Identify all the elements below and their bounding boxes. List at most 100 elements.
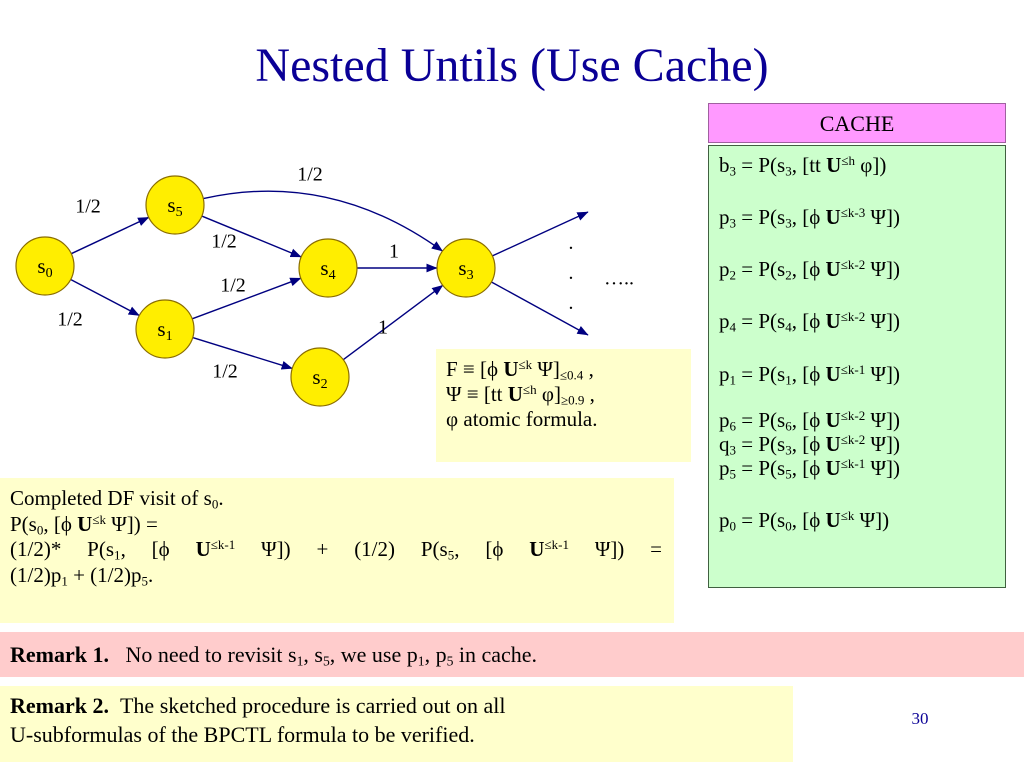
subscript: 1 xyxy=(296,653,304,669)
edge-label-s2-s3: 1 xyxy=(378,317,388,339)
subscript: 3 xyxy=(729,215,737,231)
subscript: 1 xyxy=(61,573,68,589)
superscript: ≤k-3 xyxy=(840,204,866,220)
definition-phi: φ atomic formula. xyxy=(446,407,598,432)
subscript: 5 xyxy=(322,653,330,669)
until-operator: U xyxy=(529,537,545,562)
state-node-s2: s2 xyxy=(290,347,350,407)
subscript: 2 xyxy=(785,267,792,283)
state-label: s0 xyxy=(37,254,52,281)
remark-2-line-2: U-subformulas of the BPCTL formula to be… xyxy=(10,721,475,747)
until-operator: U xyxy=(825,508,841,533)
superscript: ≤k xyxy=(840,507,855,523)
edge-s0-s1 xyxy=(70,278,140,317)
subscript: 0 xyxy=(785,518,792,534)
state-label: s4 xyxy=(320,256,335,283)
until-operator: U xyxy=(825,455,841,480)
subscript: 1 xyxy=(785,371,792,387)
state-node-s4: s4 xyxy=(298,238,358,298)
subscript: 5 xyxy=(446,653,454,669)
edge-s1-s2 xyxy=(192,336,293,370)
subscript: 5 xyxy=(447,547,455,563)
edge-label-s0-s5: 1/2 xyxy=(75,196,101,218)
subscript: 6 xyxy=(785,417,792,433)
edge-label-s5-s4: 1/2 xyxy=(211,231,237,253)
subscript: 3 xyxy=(785,442,792,458)
definition-F: F ≡ [ϕ U≤k Ψ]≤0.4 , xyxy=(446,356,594,383)
visit-line-1: Completed DF visit of s0. xyxy=(10,486,224,512)
edge-label-s5-s3: 1/2 xyxy=(297,164,323,186)
until-operator: U xyxy=(503,357,519,381)
slide-title: Nested Untils (Use Cache) xyxy=(255,39,769,92)
edge-label-s4-s3: 1 xyxy=(389,241,399,263)
state-label: s2 xyxy=(312,365,327,392)
cache-entry: b3 = P(s3, [tt U≤h φ]) xyxy=(719,152,887,179)
remark-2: Remark 2. The sketched procedure is carr… xyxy=(0,686,793,762)
visit-line-3: (1/2)* P(s1, [ϕ U≤k-1 Ψ]) + (1/2) P(s5, … xyxy=(10,537,663,563)
subscript: 0 xyxy=(729,518,737,534)
cache-entry: p3 = P(s3, [ϕ U≤k-3 Ψ]) xyxy=(719,204,900,231)
superscript: ≤h xyxy=(841,152,855,168)
subscript: 3 xyxy=(729,163,737,179)
cache-entry: p1 = P(s1, [ϕ U≤k-1 Ψ]) xyxy=(719,361,900,387)
cache-panel: b3 = P(s3, [tt U≤h φ]) p3 = P(s3, [ϕ U≤k-… xyxy=(708,145,1006,588)
cache-header: CACHE xyxy=(708,103,1006,143)
subscript: ≥0.9 xyxy=(560,392,585,408)
state-circle xyxy=(436,238,496,298)
edge-s2-s3 xyxy=(342,284,444,361)
state-node-s5: s5 xyxy=(145,175,205,235)
superscript: ≤k-1 xyxy=(840,361,866,377)
state-circle xyxy=(145,175,205,235)
until-operator: U xyxy=(825,361,841,386)
state-node-s1: s1 xyxy=(135,299,195,359)
continuation-dot: · xyxy=(568,238,575,260)
superscript: ≤k-2 xyxy=(840,309,866,325)
remark-2-label: Remark 2. xyxy=(10,693,109,718)
edge-s0-s5 xyxy=(70,216,150,255)
subscript: 3 xyxy=(785,163,792,179)
edge-s1-s4 xyxy=(191,277,302,320)
state-label: s1 xyxy=(157,317,172,344)
visit-line-2: P(s0, [ϕ U≤k Ψ]) = xyxy=(10,511,158,537)
subscript: 3 xyxy=(785,215,792,231)
definition-Psi: Ψ ≡ [tt U≤h φ]≥0.9 , xyxy=(446,382,595,408)
subscript: 5 xyxy=(141,573,149,589)
cache-entry: p2 = P(s2, [ϕ U≤k-2 Ψ]) xyxy=(719,257,900,283)
until-operator: U xyxy=(507,382,523,407)
continuation-ellipsis: ….. xyxy=(604,268,634,290)
cache-entry: p5 = P(s5, [ϕ U≤k-1 Ψ]) xyxy=(719,455,900,482)
superscript: ≤k-1 xyxy=(840,455,866,471)
subscript: 1 xyxy=(729,371,737,387)
remark-1-label: Remark 1. xyxy=(10,642,109,667)
continuation-dot: · xyxy=(568,298,575,320)
continuation-arrow xyxy=(491,281,589,336)
state-circle xyxy=(290,347,350,407)
cache-entry: p4 = P(s4, [ϕ U≤k-2 Ψ]) xyxy=(719,309,900,335)
subscript: 5 xyxy=(785,466,792,482)
formula-definitions: F ≡ [ϕ U≤k Ψ]≤0.4 ,Ψ ≡ [tt U≤h φ]≥0.9 ,φ… xyxy=(436,349,691,462)
superscript: ≤k xyxy=(518,356,533,372)
state-label: s3 xyxy=(458,256,473,283)
visit-line-4: (1/2)p1 + (1/2)p5. xyxy=(10,562,154,589)
subscript: 2 xyxy=(729,267,737,283)
edge-label-s1-s4: 1/2 xyxy=(220,275,246,297)
until-operator: U xyxy=(825,407,841,432)
superscript: ≤k-1 xyxy=(210,537,236,553)
remark-2-line-1: Remark 2. The sketched procedure is carr… xyxy=(10,693,506,718)
cache-entry: p0 = P(s0, [ϕ U≤k Ψ]) xyxy=(719,507,890,534)
superscript: ≤k-2 xyxy=(840,257,866,273)
edge-label-s0-s1: 1/2 xyxy=(57,309,83,331)
until-operator: U xyxy=(826,153,842,177)
subscript: 6 xyxy=(729,417,737,433)
state-circle xyxy=(135,299,195,359)
superscript: ≤k-1 xyxy=(544,537,569,553)
state-node-s0: s0 xyxy=(15,236,75,296)
subscript: 4 xyxy=(729,319,737,335)
df-visit-explanation: Completed DF visit of s0.P(s0, [ϕ U≤k Ψ]… xyxy=(0,478,674,623)
state-label: s5 xyxy=(167,193,182,220)
subscript: 5 xyxy=(729,466,737,482)
edge-s5-s4 xyxy=(201,215,302,258)
subscript: ≤0.4 xyxy=(559,367,584,383)
cache-entry: q3 = P(s3, [ϕ U≤k-2 Ψ]) xyxy=(719,431,900,458)
subscript: 0 xyxy=(211,496,219,512)
